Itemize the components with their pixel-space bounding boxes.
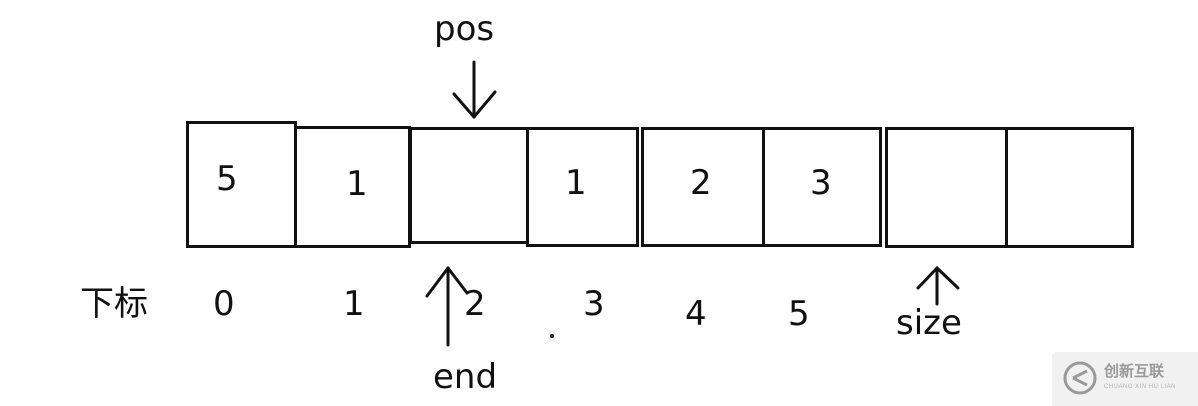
watermark-name: 创新互联 (1104, 363, 1165, 380)
index-3: 3 (583, 284, 605, 324)
index-1: 1 (343, 284, 365, 324)
array-cell-4: 2 (641, 127, 765, 247)
array-cell-1: 1 (294, 126, 411, 248)
cell-value: 3 (810, 163, 832, 203)
array-cell-0: 5 (186, 121, 297, 248)
end-arrow-icon (425, 266, 469, 347)
index-5: 5 (788, 294, 810, 334)
array-cell-2 (409, 127, 529, 244)
index-row-label: 下标 (80, 284, 148, 324)
array-cell-7 (1005, 127, 1134, 248)
dot-mark (550, 334, 554, 338)
index-2: 2 (464, 284, 486, 324)
array-cell-3: 1 (526, 127, 639, 247)
cell-value: 5 (216, 159, 238, 199)
pos-arrow-icon (452, 60, 497, 119)
pos-label: pos (434, 9, 495, 49)
size-label: size (896, 303, 962, 343)
end-label: end (433, 357, 498, 397)
cell-value: 1 (346, 164, 368, 204)
brand-logo-icon (1063, 361, 1097, 395)
watermark-sub: CHUANG XIN HU LIAN (1104, 384, 1177, 390)
cell-value: 1 (565, 163, 587, 203)
index-0: 0 (213, 284, 235, 324)
watermark-badge: 创新互联 CHUANG XIN HU LIAN (1052, 352, 1198, 406)
size-arrow-icon (916, 266, 960, 306)
index-4: 4 (685, 294, 707, 334)
array-cell-5: 3 (762, 127, 882, 247)
cell-value: 2 (690, 163, 712, 203)
